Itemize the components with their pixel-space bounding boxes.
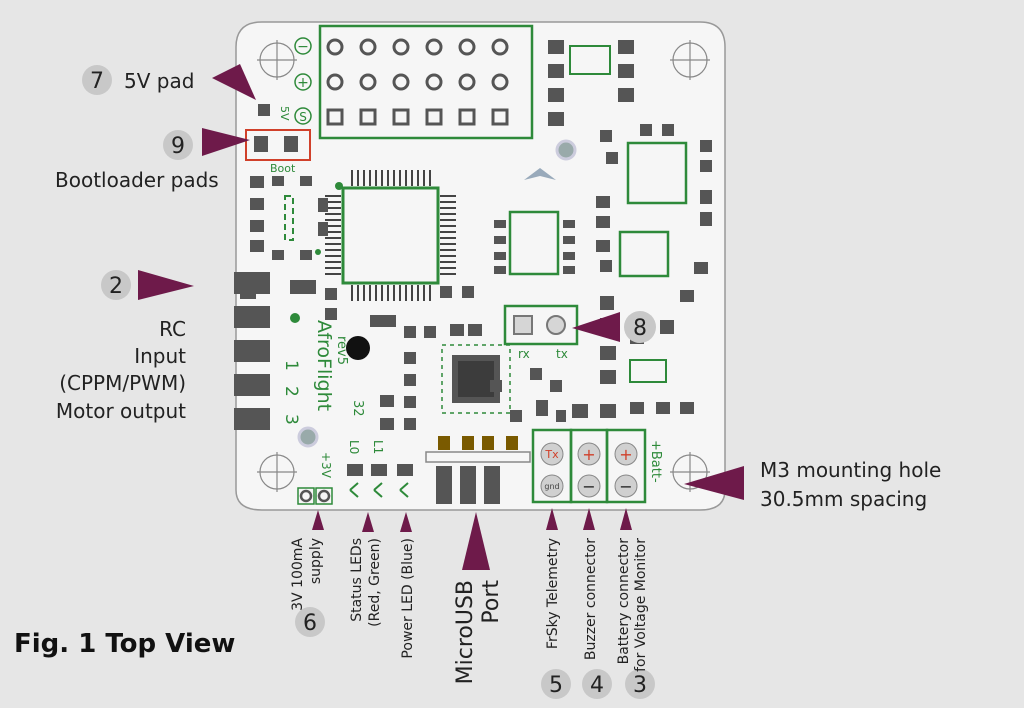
label-rc-1: RC (159, 317, 186, 341)
label-buzzer: Buzzer connector (583, 538, 599, 660)
arrow-usb (462, 512, 490, 570)
silk-batt-plus: + (619, 445, 632, 464)
badge-6: 6 (303, 611, 317, 636)
badge-9-circle (163, 130, 193, 160)
silk-boot: Boot (270, 162, 296, 175)
label-mount-1: M3 mounting hole (760, 458, 941, 482)
badge-8-circle (624, 311, 656, 343)
silk-signal: S (299, 110, 307, 124)
label-rc-4: Motor output (56, 399, 186, 423)
middle-components (370, 286, 482, 430)
center-ic (494, 139, 577, 276)
label-usb-1: MicroUSB (453, 580, 478, 684)
badge-3-circle (625, 669, 655, 699)
badge-4-circle (582, 669, 612, 699)
silk-minus: − (297, 39, 309, 55)
silk-ch2: 2 (281, 386, 301, 397)
arrow-rc (138, 270, 194, 300)
pad-5v (258, 104, 270, 116)
arrow-buzzer (583, 508, 595, 530)
mcu-chip (325, 170, 456, 301)
silk-5v: 5V (278, 106, 291, 121)
silk-rev: rev5 (334, 336, 349, 365)
label-status-1: Status LEDs (349, 538, 365, 622)
badge-3: 3 (633, 673, 647, 698)
silk-rx: rx (518, 347, 530, 361)
rxtx-pads (503, 304, 579, 346)
silk-tx-pad: Tx (544, 448, 559, 461)
label-power-led: Power LED (Blue) (400, 538, 416, 659)
badge-4: 4 (590, 673, 604, 698)
label-supply-1: 3V 100mA (290, 538, 306, 611)
arrow-frsky (546, 508, 558, 530)
callout-arrows (138, 64, 744, 570)
label-batt-2: for Voltage Monitor (633, 538, 649, 672)
silk-batt-minus: − (619, 477, 632, 496)
badge-2-circle (101, 270, 131, 300)
badges: 7 9 2 8 6 5 4 3 (82, 65, 656, 699)
badge-6-circle (295, 607, 325, 637)
silk-gnd-pad: gnd (544, 482, 559, 491)
label-5v-pad: 5V pad (124, 69, 194, 93)
microusb-connector (425, 436, 531, 504)
arrow-status (362, 512, 374, 532)
boot-pads-highlight (245, 129, 311, 161)
pcb-board (235, 21, 726, 511)
arrow-boot (202, 128, 250, 156)
badge-2: 2 (109, 274, 123, 299)
label-batt-1: Battery connector (616, 538, 632, 665)
silk-l1: L1 (371, 440, 385, 454)
label-frsky: FrSky Telemetry (545, 538, 561, 649)
silk-plus: + (297, 75, 309, 91)
pin-header: − + S (294, 24, 534, 140)
badge-7: 7 (90, 69, 104, 94)
label-supply-2: supply (308, 538, 324, 584)
silk-buzzer-minus: − (582, 477, 595, 496)
imu-chip (441, 344, 511, 414)
battery-connector (605, 428, 647, 504)
arrow-mount (684, 466, 744, 500)
badge-9: 9 (171, 134, 185, 159)
silk-brand: AfroFlight (313, 320, 335, 411)
rc-connector-pads (234, 272, 270, 430)
silk-buzzer-plus: + (582, 445, 595, 464)
badge-5: 5 (549, 673, 563, 698)
right-components (490, 40, 712, 422)
arrow-batt (620, 508, 632, 530)
silk-l0: L0 (347, 440, 361, 454)
arrow-supply (312, 510, 324, 530)
silk-3v: +3V (319, 452, 333, 479)
label-rc-3: (CPPM/PWM) (59, 371, 186, 395)
label-status-2: (Red, Green) (367, 538, 383, 627)
led-pads (347, 464, 413, 498)
label-mount-2: 30.5mm spacing (760, 487, 927, 511)
label-usb-2: Port (479, 580, 504, 624)
silk-ch1: 1 (281, 360, 301, 371)
arrow-5v (212, 64, 256, 100)
label-rc-2: Input (134, 344, 186, 368)
arrow-rxtx (572, 312, 620, 342)
mounting-holes (257, 40, 710, 492)
badge-7-circle (82, 65, 112, 95)
figure-caption: Fig. 1 Top View (14, 629, 235, 659)
badge-5-circle (541, 669, 571, 699)
supply-pads (297, 487, 333, 505)
silk-batt: +Batt- (648, 440, 663, 483)
arrow-power (400, 512, 412, 532)
left-components (240, 176, 337, 320)
silk-ch3: 3 (281, 414, 301, 425)
silk-tx: tx (556, 347, 568, 361)
silk-brand-num: 32 (350, 400, 365, 417)
label-bootloader: Bootloader pads (55, 168, 219, 192)
badge-8: 8 (633, 316, 647, 341)
